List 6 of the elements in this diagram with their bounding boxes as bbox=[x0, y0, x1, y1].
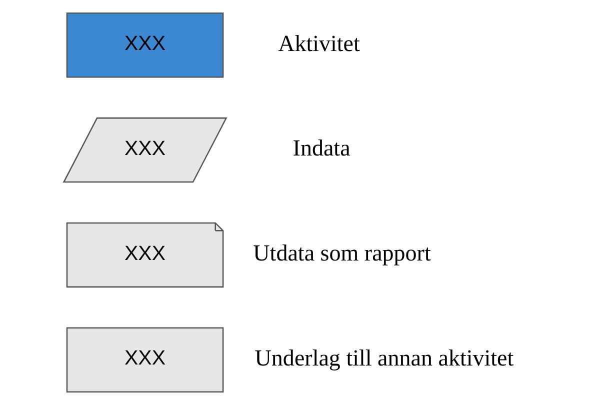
node-box: XXX bbox=[66, 327, 224, 392]
node-box: XXX bbox=[66, 12, 224, 78]
node-label: Utdata som rapport bbox=[252, 240, 430, 266]
node-label: Indata bbox=[292, 134, 350, 161]
node-label: Underlag till annan aktivitet bbox=[254, 344, 514, 370]
node-label: Aktivitet bbox=[278, 30, 360, 56]
